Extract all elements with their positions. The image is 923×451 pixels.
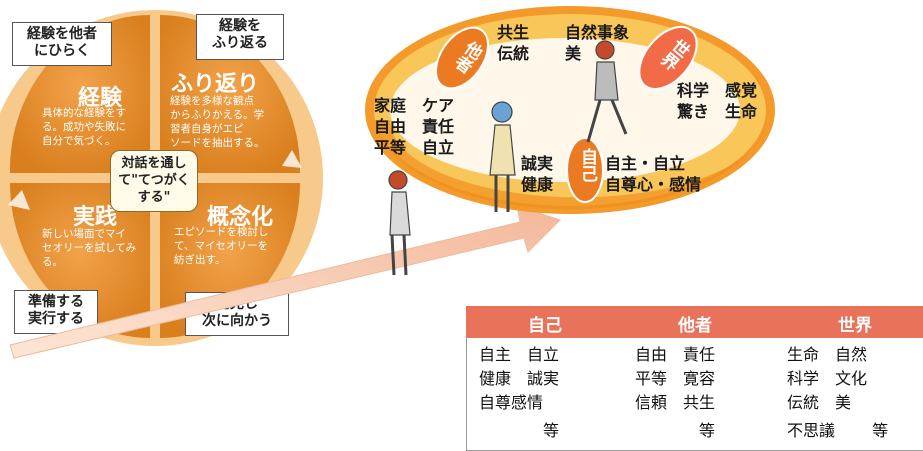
table-col-self-4: 等	[479, 421, 560, 440]
quadrant-title-experience: 経験	[77, 86, 122, 111]
category-table: 自己 他者 世界 自主 自立 健康 誠実 自尊感情 等 自由 責任 平等 寛容 …	[466, 306, 923, 451]
corner-box-prepare: 準備する 実行する	[14, 290, 98, 334]
table-col-self-1: 自主 自立	[479, 345, 560, 364]
table-col-world-1: 生命 自然	[787, 345, 868, 364]
table-col-world-2: 科学 文化	[787, 369, 868, 388]
quadrant-reflection-bg	[160, 14, 301, 173]
table-header-other: 他者	[678, 316, 712, 336]
figure-climbing-person	[388, 170, 411, 276]
table-header-row: 自己 他者 世界	[466, 306, 923, 338]
corner-box-open-experience: 経験を他者 にひらく	[12, 22, 112, 66]
oval-world	[638, 26, 698, 90]
ring-words-jishu: 自主・自立 自尊心・感情	[605, 154, 702, 194]
figure-thinking-person	[489, 101, 516, 212]
table-col-other-3: 信頼 共生	[635, 393, 716, 412]
ring-words-kyosei: 共生 伝統	[497, 23, 530, 63]
table-col-world-3: 伝統 美	[787, 393, 852, 412]
figure-walking-person	[586, 40, 628, 143]
quadrant-desc-concept: エピソードを検討し て、マイセオリーを 紡ぎ出す。	[174, 226, 269, 266]
quadrant-practice-bg	[10, 183, 150, 338]
quadrant-desc-reflection: 経験を多様な観点 からふりかえる。学 習者自身がエピ ソードを抽出する。	[170, 95, 265, 149]
ring-words-kagaku: 科学 感覚 驚き 生命	[677, 81, 758, 121]
quadrant-title-practice: 実践	[72, 205, 117, 230]
quadrant-desc-practice: 新しい場面でマイ セオリーを試してみ る。	[42, 228, 137, 268]
ring-words-seijitsu: 誠実 健康	[521, 154, 554, 194]
table-col-self-2: 健康 誠実	[479, 369, 560, 388]
oval-other	[434, 26, 490, 90]
oval-self	[566, 137, 604, 203]
quadrant-desc-experience: 具体的な経験をす る。成功や失敗に 自分で気づく。	[42, 107, 126, 147]
table-body: 自主 自立 健康 誠実 自尊感情 等 自由 責任 平等 寛容 信頼 共生 等 生…	[466, 338, 923, 451]
quadrant-experience-bg	[9, 15, 151, 173]
table-header-self: 自己	[528, 316, 562, 336]
table-col-world-4: 不思議 等	[787, 421, 889, 440]
table-col-other-1: 自由 責任	[635, 345, 716, 364]
center-dialogue-box: 対話を通し て"てつがく する"	[110, 150, 198, 212]
table-header-world: 世界	[838, 316, 872, 336]
table-col-other-2: 平等 寛容	[635, 369, 716, 388]
corner-box-reflect: 経験を ふり返る	[196, 14, 284, 60]
ring-words-shizen: 自然事象 美	[565, 23, 630, 63]
ring-diagram	[9, 6, 775, 359]
growth-arrow	[9, 205, 561, 359]
ring-label-self: 自己	[577, 148, 597, 182]
table-col-other-4: 等	[635, 421, 716, 440]
quadrant-title-reflection: ふり返り	[170, 72, 259, 97]
table-col-self-3: 自尊感情	[479, 393, 544, 412]
ring-words-katei: 家庭 ケア 自由 責任 平等 自立	[374, 96, 455, 157]
quadrant-title-concept: 概念化	[206, 205, 273, 230]
